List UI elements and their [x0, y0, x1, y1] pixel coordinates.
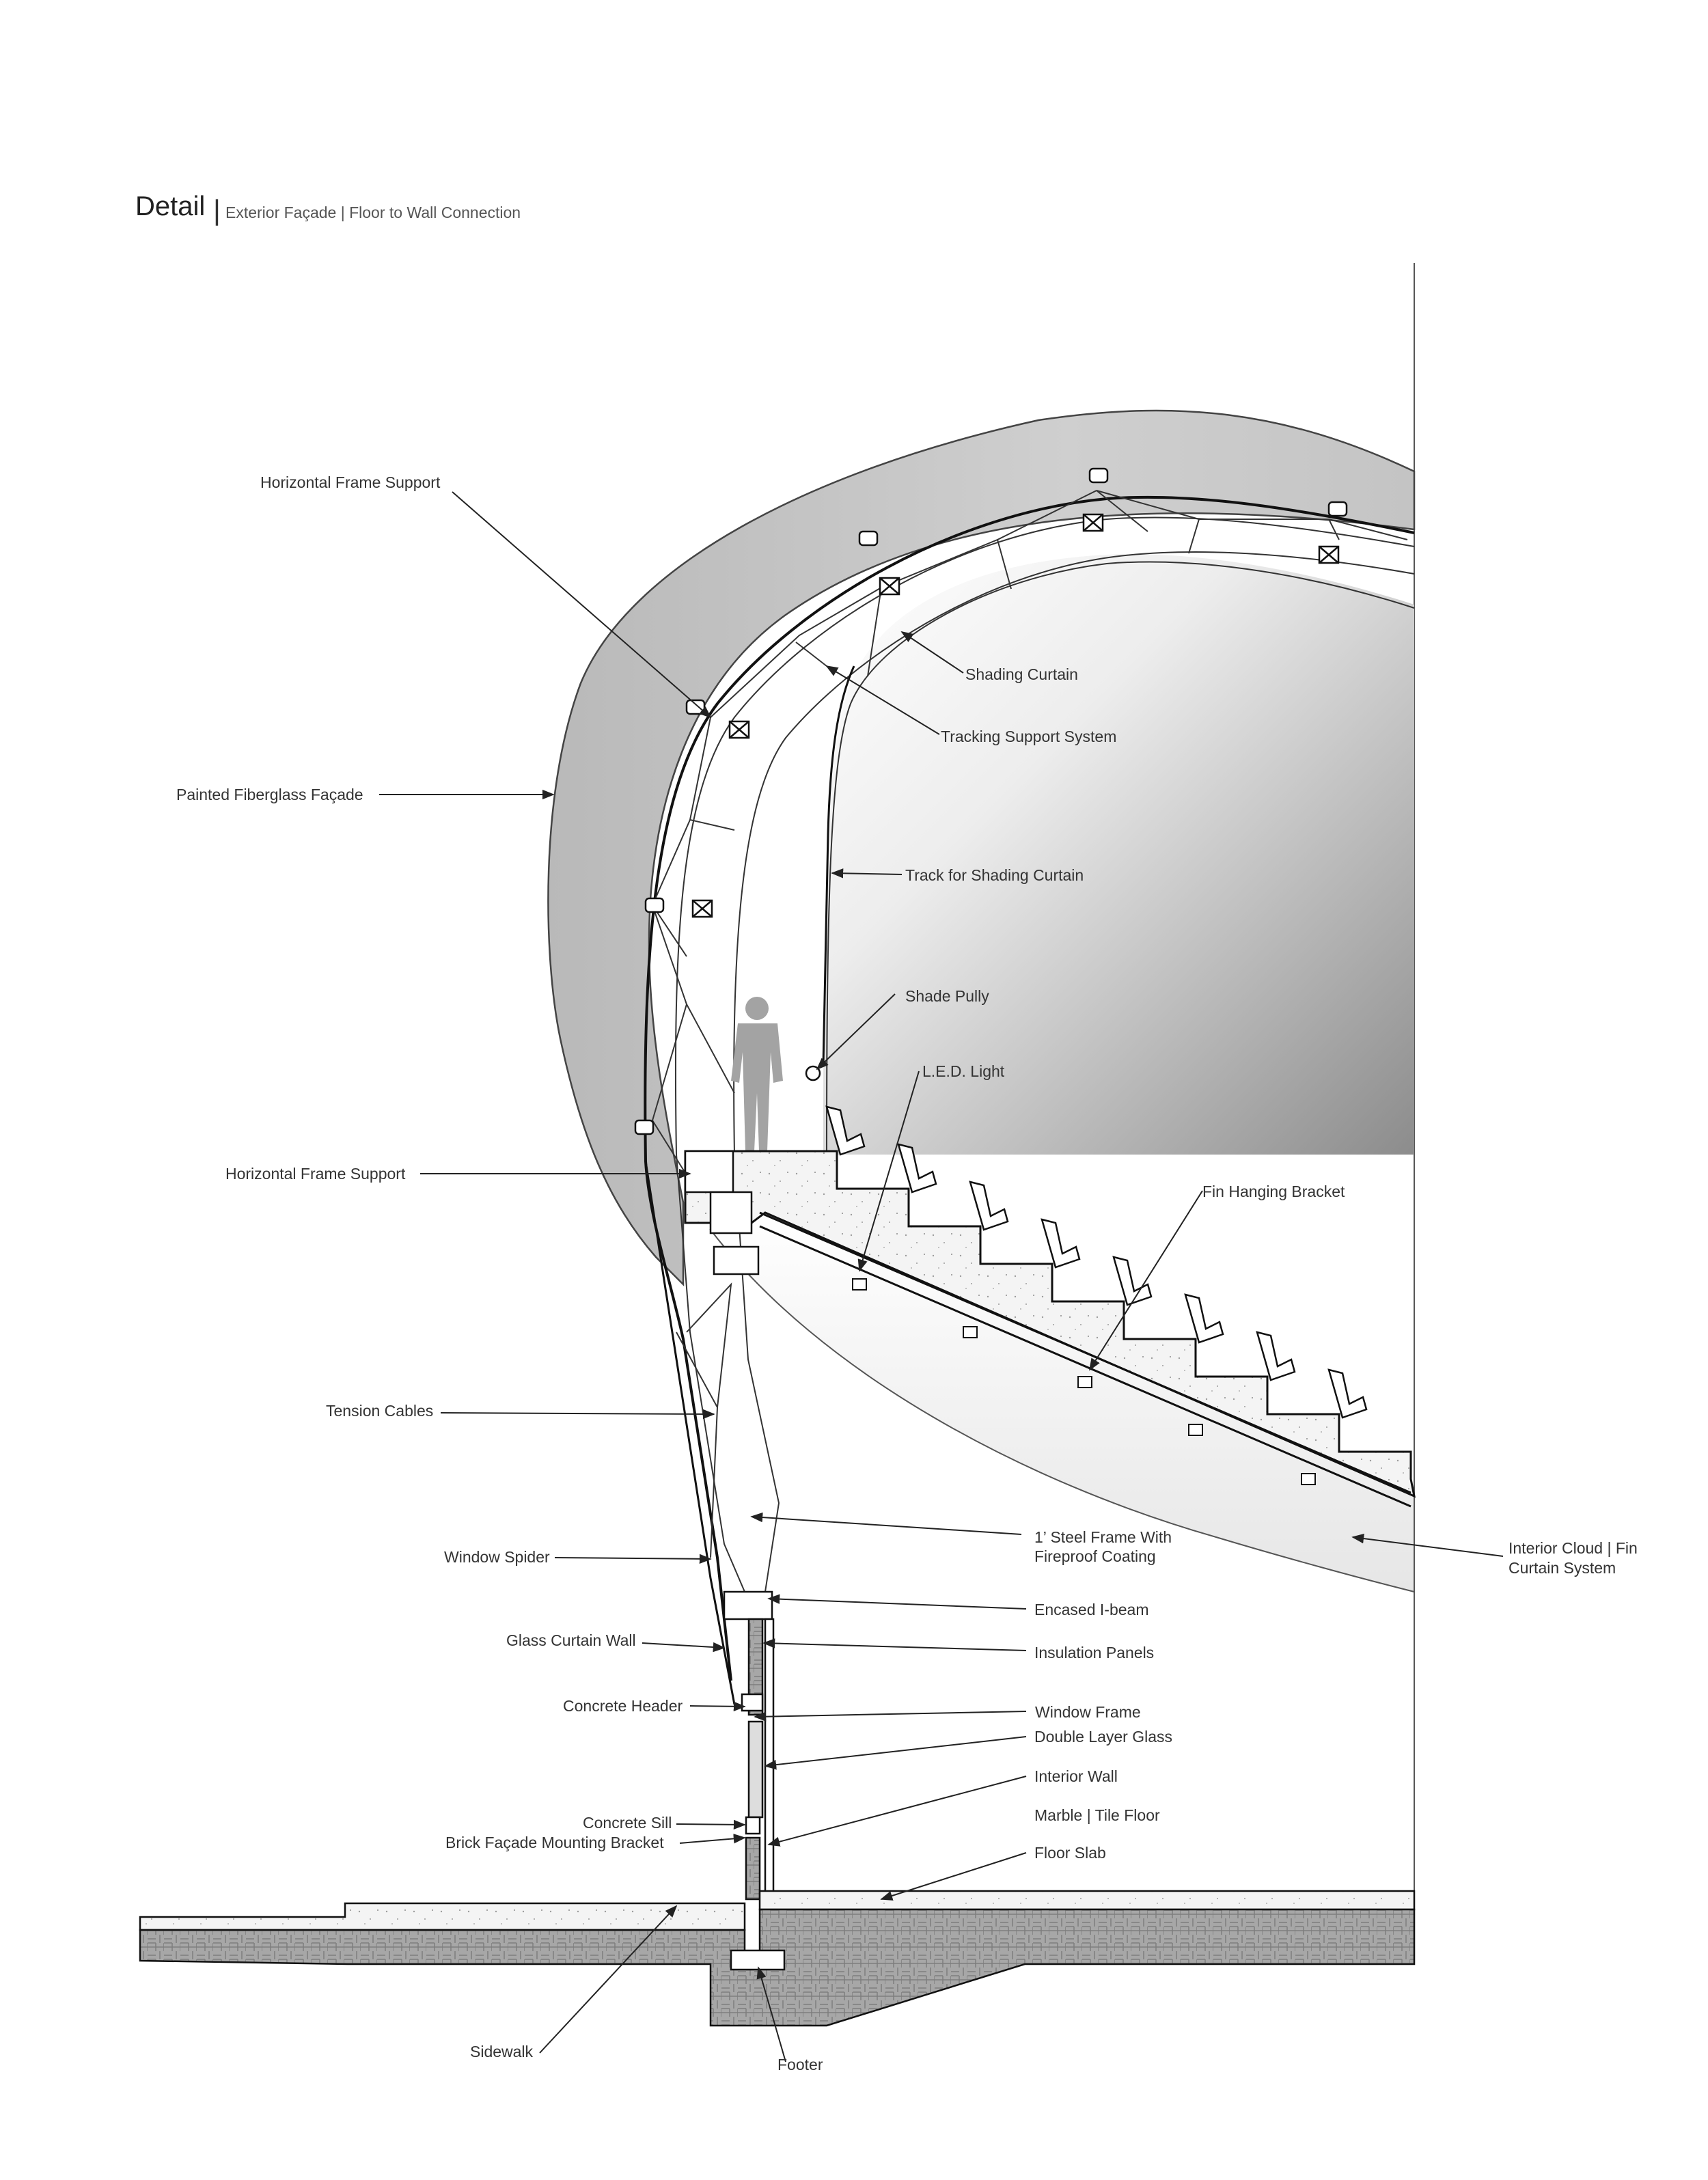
fin-brackets [852, 1278, 1316, 1485]
interior-cloud [709, 1208, 1415, 1593]
ground-section [139, 1890, 1416, 2027]
label-double-layer-glass: Double Layer Glass [1034, 1728, 1172, 1746]
label-track-for-shading-curtain: Track for Shading Curtain [905, 866, 1084, 884]
frame-innermost [826, 561, 1415, 1155]
label-horizontal-frame-support-bottom: Horizontal Frame Support [225, 1165, 406, 1183]
seating-tiers [684, 1150, 1416, 1498]
label-window-frame: Window Frame [1035, 1703, 1141, 1721]
fin-rail [759, 1211, 1411, 1508]
glass-curtain-wall [644, 1161, 736, 1705]
leader-lines [379, 491, 1504, 2062]
interior-volume [823, 554, 1414, 1155]
label-interior-wall: Interior Wall [1034, 1767, 1118, 1785]
label-concrete-header: Concrete Header [563, 1697, 683, 1715]
label-led-light: L.E.D. Light [922, 1062, 1005, 1080]
frame-inner [733, 551, 1415, 1592]
drawing-title: Detail [135, 191, 206, 221]
label-concrete-sill: Concrete Sill [583, 1814, 672, 1832]
person-silhouette [731, 997, 783, 1151]
bracing-boxes [691, 513, 1340, 918]
balcony-edge [684, 1150, 760, 1275]
label-window-spider: Window Spider [444, 1548, 550, 1566]
label-shading-curtain: Shading Curtain [965, 665, 1078, 683]
curtain-track [822, 665, 855, 1066]
label-shade-pully: Shade Pully [905, 987, 989, 1005]
label-glass-curtain-wall: Glass Curtain Wall [506, 1631, 636, 1649]
label-brick-facade-mounting-bracket: Brick Façade Mounting Bracket [445, 1834, 664, 1851]
label-interior-cloud-line1: Interior Cloud | Fin [1509, 1539, 1638, 1557]
theater-seats [825, 1105, 1368, 1419]
label-floor-slab: Floor Slab [1034, 1844, 1106, 1862]
label-sidewalk: Sidewalk [470, 2043, 534, 2060]
title-separator: | [213, 194, 221, 226]
drawing-subtitle: Exterior Façade | Floor to Wall Connecti… [225, 204, 521, 221]
label-encased-ibeam: Encased I-beam [1034, 1601, 1149, 1618]
label-tension-cables: Tension Cables [326, 1402, 434, 1420]
label-footer: Footer [777, 2056, 823, 2073]
label-marble-tile-floor: Marble | Tile Floor [1034, 1806, 1160, 1824]
label-painted-fiberglass-facade: Painted Fiberglass Façade [176, 786, 363, 803]
label-insulation-panels: Insulation Panels [1034, 1644, 1155, 1661]
frame-mid [674, 516, 1415, 1592]
label-steel-frame-line1: 1’ Steel Frame With [1034, 1528, 1172, 1546]
frame-outer [644, 495, 1415, 1681]
wall-stack [723, 1590, 775, 1901]
label-steel-frame-line2: Fireproof Coating [1034, 1547, 1156, 1565]
label-horizontal-frame-support-top: Horizontal Frame Support [260, 473, 441, 491]
label-fin-hanging-bracket: Fin Hanging Bracket [1202, 1183, 1345, 1200]
label-interior-cloud-line2: Curtain System [1509, 1559, 1616, 1577]
label-tracking-support-system: Tracking Support System [941, 728, 1117, 745]
